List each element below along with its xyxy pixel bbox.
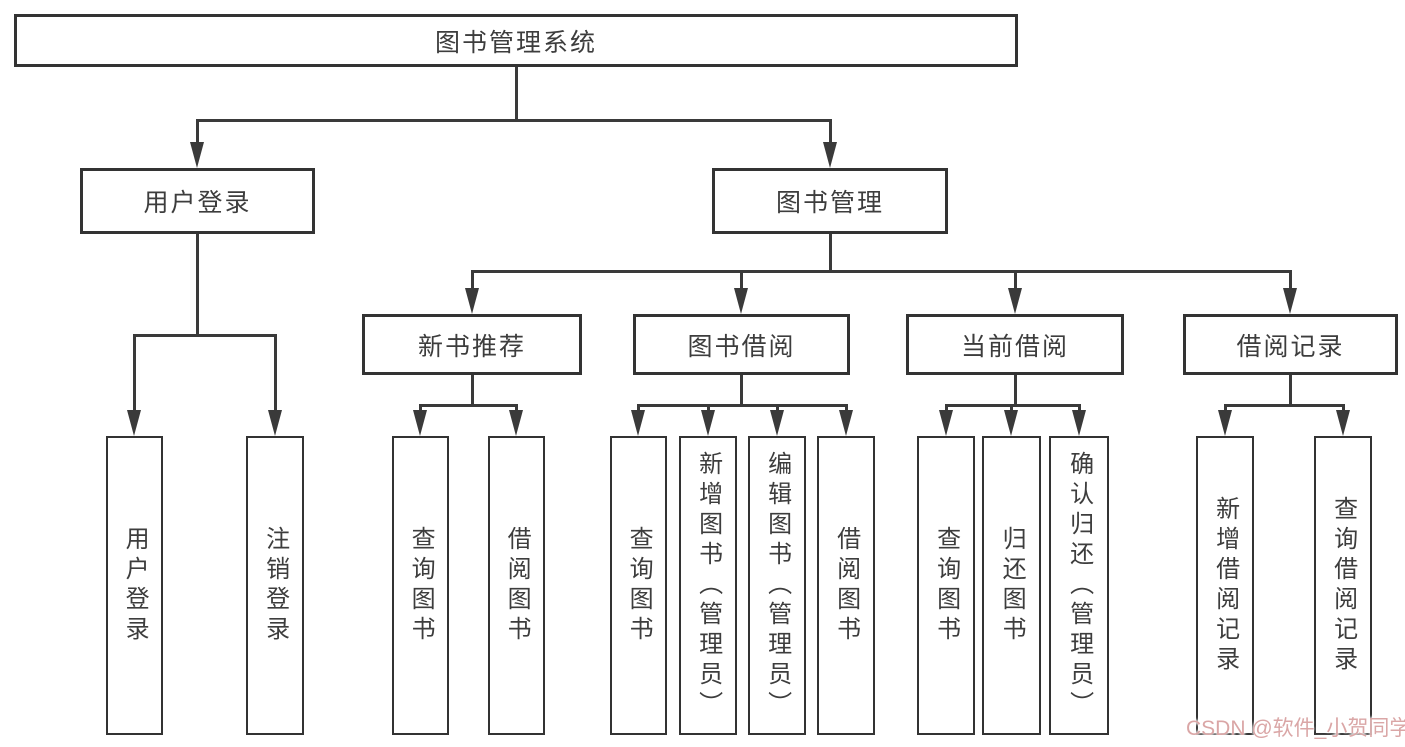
leaf-query-books-1: 查询图书: [392, 436, 449, 735]
connector-to-book-management: [828, 119, 832, 146]
connector-book-management-hline: [470, 270, 1291, 273]
connector-root-trunk: [514, 67, 518, 119]
node-new-book-recommend-label: 新书推荐: [417, 332, 526, 361]
connector-to-leaf-borrow-books-1: [515, 404, 518, 414]
connector-book-management-trunk: [828, 234, 832, 273]
node-user-login-label: 用户登录: [143, 189, 252, 217]
connector-new-book-trunk: [470, 375, 474, 407]
node-book-borrow: 图书借阅: [633, 314, 850, 375]
leaf-query-borrow-record-label: 查询借阅记录: [1329, 495, 1357, 676]
leaf-return-books-label: 归还图书: [998, 525, 1026, 646]
connector-to-borrow-record: [1289, 270, 1292, 292]
node-user-login: 用户登录: [80, 168, 315, 234]
leaf-add-books-admin: 新增图书（管理员）: [679, 436, 737, 735]
leaf-logout-label: 注销登录: [261, 525, 289, 646]
node-book-borrow-label: 图书借阅: [687, 332, 796, 361]
arrowhead-leaf-add-record: [1217, 410, 1232, 436]
connector-to-leaf-query-books-2: [637, 404, 640, 414]
connector-book-borrow-trunk: [740, 375, 743, 407]
arrowhead-leaf-edit-books: [769, 410, 784, 436]
connector-to-leaf-edit-books: [775, 404, 779, 414]
leaf-confirm-return-admin-label: 确认归还（管理员）: [1065, 450, 1093, 721]
leaf-add-borrow-record-label: 新增借阅记录: [1211, 495, 1239, 676]
leaf-logout: 注销登录: [246, 436, 304, 735]
node-borrow-record: 借阅记录: [1183, 314, 1398, 375]
connector-to-leaf-query-books-1: [419, 404, 422, 414]
connector-new-book-hline: [419, 404, 517, 407]
leaf-borrow-books-2-label: 借阅图书: [832, 525, 860, 646]
arrowhead-leaf-user-login: [127, 410, 141, 436]
arrowhead-borrow-record: [1283, 288, 1297, 314]
connector-book-borrow-hline: [637, 404, 846, 407]
connector-to-leaf-user-login: [133, 334, 136, 412]
node-library-system: 图书管理系统: [14, 14, 1018, 67]
arrowhead-book-borrow: [734, 288, 748, 314]
node-book-management: 图书管理: [712, 168, 948, 234]
node-book-management-label: 图书管理: [775, 189, 884, 217]
connector-borrow-record-hline: [1223, 404, 1343, 407]
leaf-borrow-books-1-label: 借阅图书: [503, 525, 531, 646]
arrowhead-leaf-query-books-3: [938, 410, 953, 436]
arrowhead-user-login: [190, 142, 204, 168]
connector-borrow-record-trunk: [1289, 375, 1292, 407]
leaf-return-books: 归还图书: [982, 436, 1041, 735]
node-library-system-label: 图书管理系统: [434, 28, 597, 57]
arrowhead-leaf-add-books: [700, 410, 715, 436]
connector-to-current-borrow: [1013, 270, 1017, 292]
leaf-confirm-return-admin: 确认归还（管理员）: [1049, 436, 1109, 735]
connector-to-leaf-confirm-return: [1077, 404, 1081, 414]
arrowhead-leaf-confirm-return: [1071, 410, 1086, 436]
leaf-borrow-books-1: 借阅图书: [488, 436, 545, 735]
leaf-borrow-books-2: 借阅图书: [817, 436, 875, 735]
arrowhead-new-book: [464, 288, 479, 314]
leaf-query-books-3: 查询图书: [917, 436, 975, 735]
leaf-user-login-label: 用户登录: [121, 525, 149, 646]
arrowhead-book-management: [822, 142, 837, 168]
leaf-query-books-1-label: 查询图书: [407, 525, 435, 646]
connector-to-leaf-query-record: [1341, 404, 1345, 414]
node-borrow-record-label: 借阅记录: [1236, 332, 1345, 361]
connector-to-book-borrow: [740, 270, 743, 292]
connector-user-login-hline: [133, 334, 275, 337]
arrowhead-leaf-query-books-2: [631, 410, 645, 436]
leaf-query-books-2-label: 查询图书: [625, 525, 653, 646]
arrowhead-current-borrow: [1007, 288, 1022, 314]
arrowhead-leaf-borrow-books-2: [838, 410, 853, 436]
node-new-book-recommend: 新书推荐: [362, 314, 582, 375]
leaf-add-books-admin-label: 新增图书（管理员）: [694, 450, 722, 721]
connector-current-borrow-trunk: [1013, 375, 1017, 407]
connector-root-hline: [196, 119, 830, 122]
arrowhead-leaf-query-record: [1335, 410, 1350, 436]
arrowhead-leaf-query-books-1: [413, 410, 427, 436]
leaf-user-login: 用户登录: [106, 436, 163, 735]
leaf-query-borrow-record: 查询借阅记录: [1314, 436, 1372, 735]
csdn-watermark: CSDN @软件_小贺同学: [1186, 717, 1405, 740]
node-current-borrow: 当前借阅: [906, 314, 1124, 375]
leaf-edit-books-admin: 编辑图书（管理员）: [748, 436, 806, 735]
connector-to-new-book: [470, 270, 474, 292]
connector-to-leaf-add-record: [1223, 404, 1227, 414]
connector-to-leaf-add-books: [706, 404, 710, 414]
connector-to-leaf-return-books: [1010, 404, 1013, 414]
connector-user-login-trunk: [196, 234, 199, 337]
arrowhead-leaf-logout: [267, 410, 282, 436]
connector-to-leaf-logout: [273, 334, 277, 412]
leaf-add-borrow-record: 新增借阅记录: [1196, 436, 1254, 735]
connector-to-leaf-borrow-books-2: [844, 404, 848, 414]
leaf-edit-books-admin-label: 编辑图书（管理员）: [763, 450, 791, 721]
connector-to-user-login: [196, 119, 199, 146]
connector-to-leaf-query-books-3: [944, 404, 948, 414]
arrowhead-leaf-return-books: [1004, 410, 1018, 436]
node-current-borrow-label: 当前借阅: [960, 332, 1069, 361]
arrowhead-leaf-borrow-books-1: [509, 410, 523, 436]
leaf-query-books-3-label: 查询图书: [932, 525, 960, 646]
leaf-query-books-2: 查询图书: [610, 436, 667, 735]
